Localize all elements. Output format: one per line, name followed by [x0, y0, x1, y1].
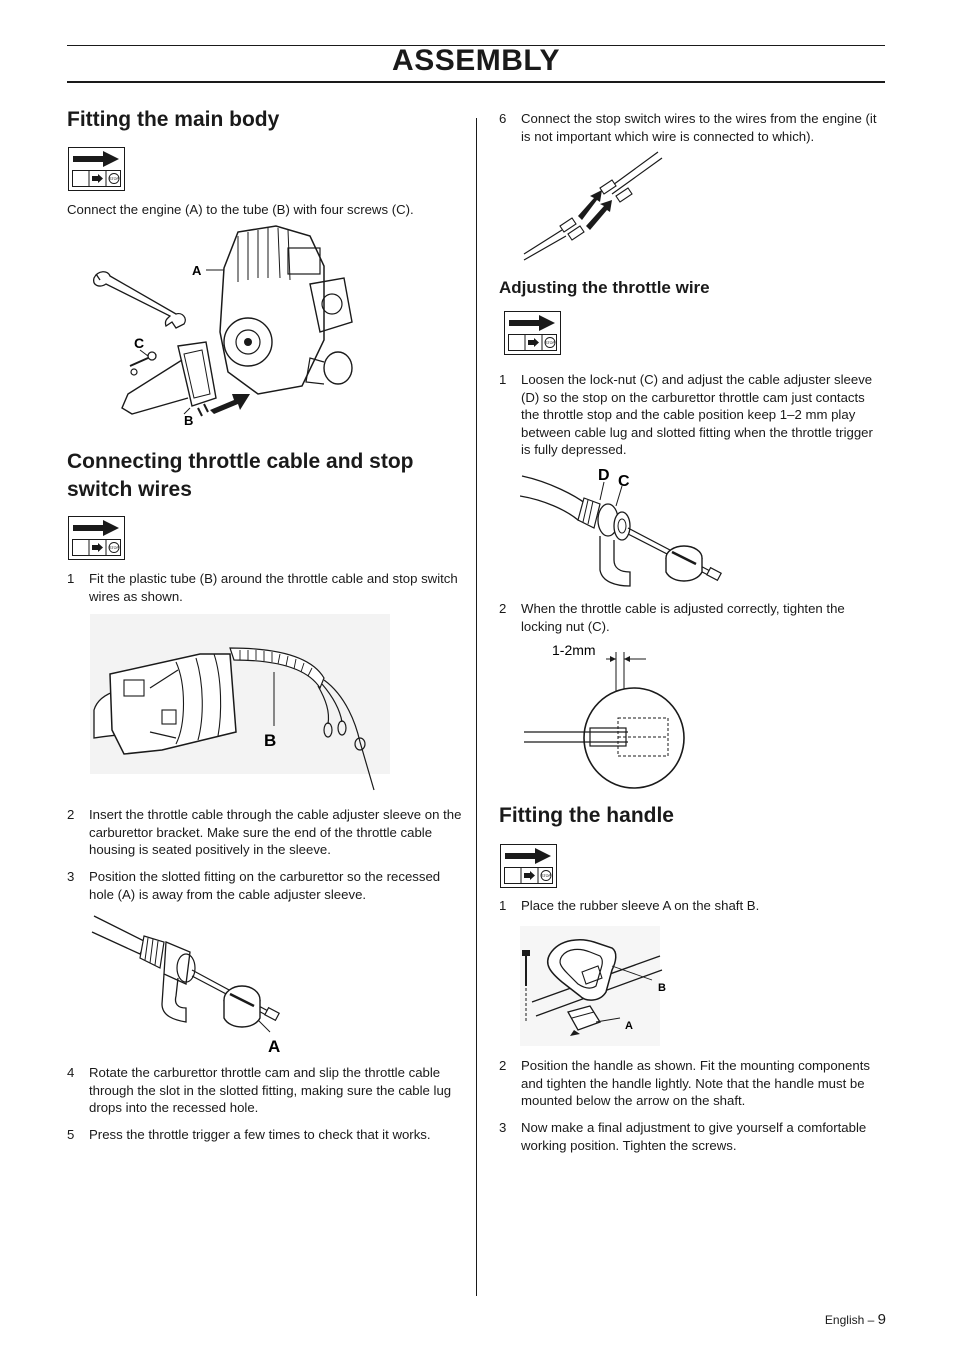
- small-arrow-icon: [528, 338, 539, 347]
- right-arrow-icon: [73, 520, 119, 536]
- label-a: A: [268, 1037, 280, 1056]
- engine-tube-figure: A C B: [88, 222, 388, 432]
- heading-fitting-handle: Fitting the handle: [499, 804, 674, 827]
- play-label: 1-2mm: [552, 642, 596, 658]
- label-d: D: [598, 467, 610, 484]
- main-body-text: Connect the engine (A) to the tube (B) w…: [67, 202, 414, 217]
- assembly-symbol: STOP: [504, 311, 561, 355]
- page-title: ASSEMBLY: [392, 44, 560, 77]
- stop-icon: [108, 542, 120, 553]
- stop-icon: [540, 870, 552, 881]
- label-b: B: [184, 413, 193, 428]
- header-rule-bottom: [67, 81, 885, 83]
- svg-text:STOP: STOP: [541, 874, 551, 878]
- heading-adjusting-throttle-wire: Adjusting the throttle wire: [499, 278, 710, 297]
- label-c: C: [134, 335, 144, 351]
- right-arrow-icon: [509, 315, 555, 331]
- svg-text:STOP: STOP: [545, 341, 555, 345]
- label-b: B: [658, 982, 666, 994]
- header-rule-top: [67, 45, 885, 46]
- right-arrow-icon: [73, 151, 119, 167]
- label-b: B: [264, 731, 276, 750]
- label-a: A: [192, 263, 202, 278]
- small-arrow-icon: [92, 174, 103, 183]
- footer-language: English: [824, 1313, 865, 1327]
- handle-mounting-figure: B A: [520, 926, 670, 1048]
- stop-icon: [108, 173, 120, 184]
- stop-switch-wires-figure: [520, 150, 670, 262]
- assembly-symbol: STOP: [68, 516, 125, 560]
- column-divider: [476, 118, 477, 1296]
- label-a: A: [625, 1020, 633, 1032]
- svg-text:STOP: STOP: [109, 546, 119, 550]
- page-number: 9: [877, 1311, 886, 1328]
- footer-dash: –: [867, 1313, 875, 1327]
- small-arrow-icon: [524, 871, 535, 880]
- cable-adjuster-figure: D C: [520, 460, 730, 590]
- page-footer: English – 9: [825, 1311, 886, 1328]
- assembly-symbol: STOP: [500, 844, 557, 888]
- cable-play-figure: 1-2mm: [522, 638, 692, 790]
- small-arrow-icon: [92, 543, 103, 552]
- carburettor-fitting-figure: A: [90, 908, 300, 1058]
- svg-text:STOP: STOP: [109, 177, 119, 181]
- assembly-symbol: STOP: [68, 147, 125, 191]
- plastic-tube-figure: B: [90, 614, 390, 794]
- heading-fitting-main-body: Fitting the main body: [67, 108, 280, 131]
- right-arrow-icon: [505, 848, 551, 864]
- label-c: C: [618, 473, 630, 490]
- stop-icon: [544, 337, 556, 348]
